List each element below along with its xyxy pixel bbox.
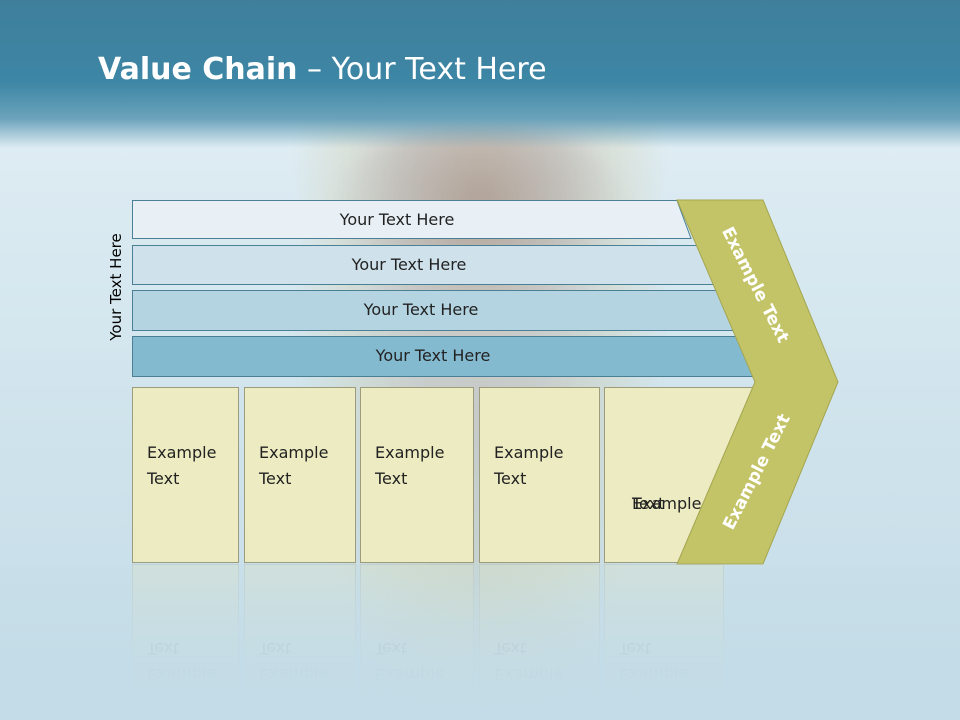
activity-box-3-line2: Text [375,469,408,488]
reflection-box-2: Example Text [244,564,356,720]
boxes-reflection: Example Text Example Text Example Text E… [0,564,960,720]
reflection-box-4-line2: Text [494,639,527,658]
activity-box-1-line1: Example [147,443,217,462]
reflection-box-5-line2: Text [619,639,652,658]
bar-2-label: Your Text Here [351,255,467,274]
title-band [0,0,960,148]
slide-title-rest: – Your Text Here [297,52,547,87]
reflection-box-3: Example Text [360,564,474,720]
slide-title: Value Chain – Your Text Here [98,52,547,87]
activity-box-4: Example Text [479,387,600,563]
boxes-reflection-inner: Example Text Example Text Example Text E… [0,564,960,720]
reflection-box-1: Example Text [132,564,239,720]
activity-box-4-line1: Example [494,443,564,462]
activity-box-2: Example Text [244,387,356,563]
activity-box-4-line2: Text [494,469,527,488]
reflection-box-3-line2: Text [375,639,408,658]
activity-box-3-line1: Example [375,443,445,462]
activity-box-5-line2: Text [632,494,665,513]
activity-box-5-line1: Example [632,494,702,513]
side-label: Your Text Here [107,233,125,341]
bar-1-shape [132,200,692,239]
activity-box-1: Example Text [132,387,239,563]
activity-box-2-line2: Text [259,469,292,488]
slide-title-bold: Value Chain [98,52,298,87]
bar-1: Your Text Here [132,200,692,239]
reflection-box-4-line1: Example [494,665,564,684]
bar-3: Your Text Here [132,290,740,331]
reflection-box-1-line1: Example [147,665,217,684]
activity-box-3: Example Text [360,387,474,563]
bar-1-label: Your Text Here [339,210,455,229]
reflection-box-4: Example Text [479,564,600,720]
bar-4: Your Text Here [132,336,764,377]
reflection-box-3-line1: Example [375,665,445,684]
bar-3-label: Your Text Here [363,300,479,319]
reflection-box-5: Example Text [604,564,724,720]
reflection-box-5-line1: Example [619,665,689,684]
activity-box-1-line2: Text [147,469,180,488]
bar-2: Your Text Here [132,245,716,285]
bar-4-label: Your Text Here [375,346,491,365]
reflection-box-1-line2: Text [147,639,180,658]
reflection-box-2-line1: Example [259,665,329,684]
reflection-box-2-line2: Text [259,639,292,658]
activity-box-2-line1: Example [259,443,329,462]
margin-chevron [676,199,839,565]
